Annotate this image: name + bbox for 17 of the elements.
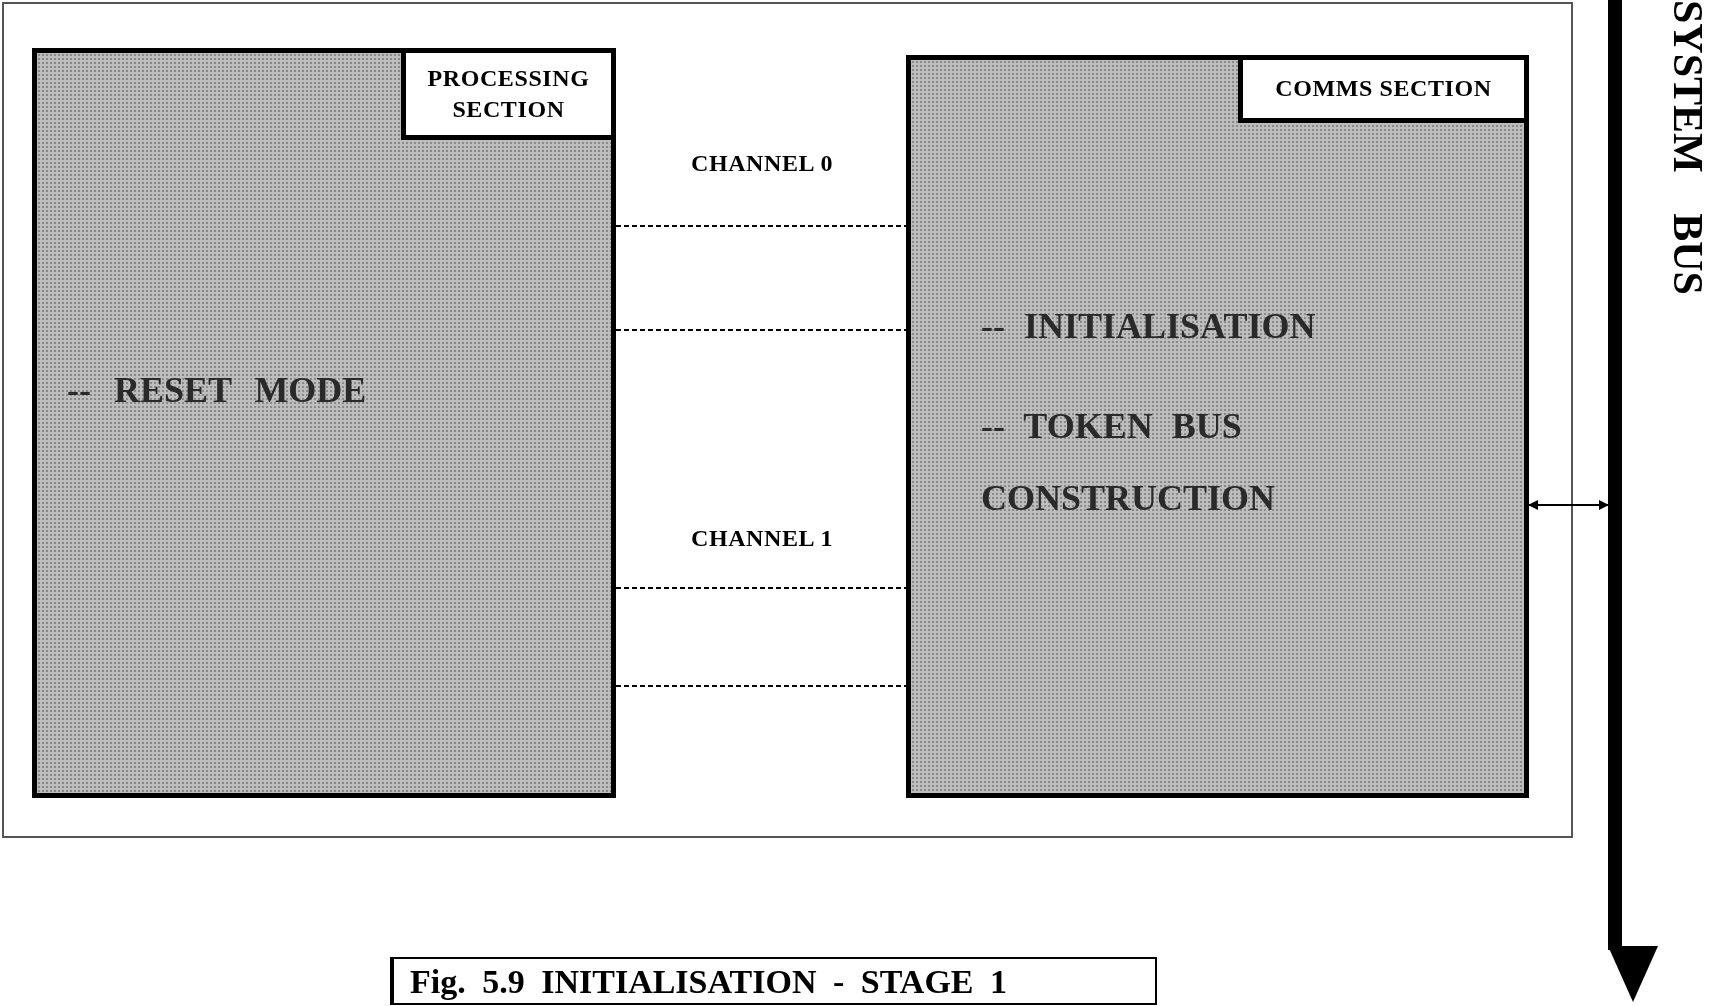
activity-text: -- TOKEN BUS CONSTRUCTION	[981, 405, 1277, 520]
channel-line	[615, 685, 907, 687]
section-box	[32, 48, 616, 798]
section-title: PROCESSING SECTION	[426, 63, 591, 124]
section-box	[906, 55, 1529, 798]
channel-line	[615, 225, 907, 227]
channel-line	[615, 329, 907, 331]
activity-text: -- INITIALISATION	[981, 305, 1317, 348]
mode-text: -- RESET MODE	[67, 369, 367, 412]
figure-caption: Fig. 5.9 INITIALISATION - STAGE 1	[390, 957, 1157, 1005]
channel-line	[615, 587, 907, 589]
frame	[2, 2, 1573, 838]
section-title: COMMS SECTION	[1274, 74, 1493, 104]
arrow	[1528, 500, 1609, 510]
channel-label: CHANNEL 1	[689, 524, 835, 553]
channel-label: CHANNEL 0	[689, 149, 835, 178]
bus-label: SYSTEM BUS	[1664, 0, 1711, 295]
